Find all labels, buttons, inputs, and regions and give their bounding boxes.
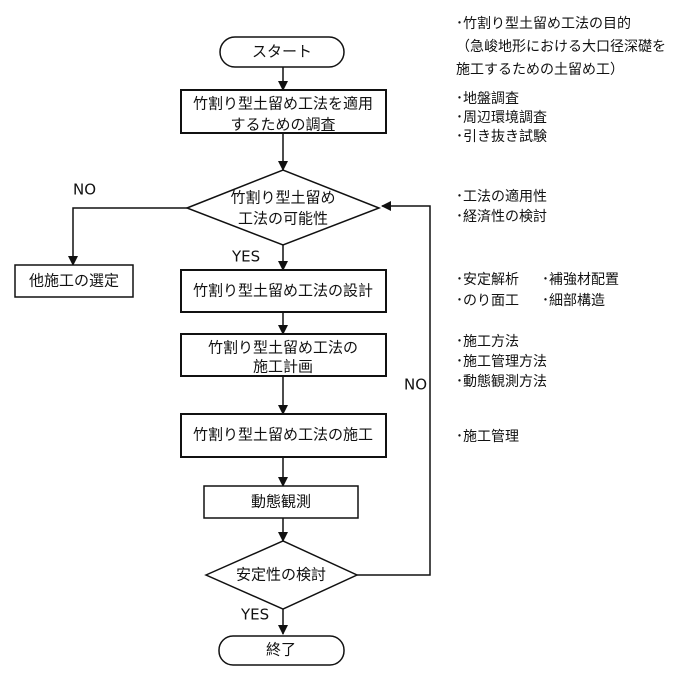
monitoring-text: 動態観測 xyxy=(251,493,311,511)
no-loop-label: NO xyxy=(404,376,427,394)
feasibility-text-line2: 工法の可能性 xyxy=(238,210,328,228)
survey-box xyxy=(180,89,387,134)
design-text: 竹割り型土留め工法の設計 xyxy=(193,282,373,300)
feasibility-decision xyxy=(184,169,382,246)
design-note-b-line2: ･細部構造 xyxy=(542,293,605,309)
survey-text-line1: 竹割り型土留め工法を適用 xyxy=(193,95,373,113)
start-terminal xyxy=(219,36,345,68)
monitoring-box xyxy=(203,485,359,519)
notes: ･竹割り型土留め工法の目的 （急峻地形における大口径深礎を 施工するための土留め… xyxy=(456,15,666,445)
survey-note-line1: ･地盤調査 xyxy=(456,91,519,107)
plan-note-line3: ･動態観測方法 xyxy=(456,373,547,390)
design-note-a-line2: ･のり面工 xyxy=(456,293,519,309)
stability-text: 安定性の検討 xyxy=(236,566,326,584)
start-text: スタート xyxy=(252,43,312,61)
purpose-note-line1: ･竹割り型土留め工法の目的 xyxy=(456,15,631,32)
feasibility-text-line1: 竹割り型土留め xyxy=(230,189,335,207)
stability-decision xyxy=(204,540,359,610)
design-note-a-line1: ･安定解析 xyxy=(456,272,519,288)
branch-labels: NO YES NO YES xyxy=(73,181,427,624)
end-text: 終了 xyxy=(266,641,296,659)
end-terminal xyxy=(218,635,345,666)
construction-note-line1: ･施工管理 xyxy=(456,429,519,445)
plan-box xyxy=(180,333,387,377)
survey-text-line2: するための調査 xyxy=(230,116,335,134)
other-method-text: 他施工の選定 xyxy=(29,272,119,290)
arrow-no-to-other-method xyxy=(68,207,187,266)
feasibility-note-line1: ･工法の適用性 xyxy=(456,188,547,205)
plan-text-line2: 施工計画 xyxy=(253,358,313,376)
design-box xyxy=(180,269,387,313)
yes-first-label: YES xyxy=(231,248,260,266)
survey-note-line2: ･周辺環境調査 xyxy=(456,110,547,126)
nodes: スタート 竹割り型土留め工法を適用 するための調査 竹割り型土留め 工法の可能性… xyxy=(14,36,387,666)
feasibility-note-line2: ･経済性の検討 xyxy=(456,209,547,225)
design-note-b-line1: ･補強材配置 xyxy=(542,272,619,288)
purpose-note-line2: （急峻地形における大口径深礎を xyxy=(456,39,666,55)
yes-second-label: YES xyxy=(240,606,269,624)
plan-text-line1: 竹割り型土留め工法の xyxy=(208,339,358,357)
no-left-label: NO xyxy=(73,181,96,199)
construction-box xyxy=(180,413,387,458)
connectors xyxy=(68,66,431,635)
construction-text: 竹割り型土留め工法の施工 xyxy=(193,426,373,444)
arrow-no-loop-to-feasibility xyxy=(357,201,431,576)
survey-note-line3: ･引き抜き試験 xyxy=(456,129,547,145)
plan-note-line1: ･施工方法 xyxy=(456,334,519,350)
other-method-box xyxy=(14,264,134,298)
purpose-note-line3: 施工するための土留め工） xyxy=(456,62,624,78)
plan-note-line2: ･施工管理方法 xyxy=(456,354,547,370)
